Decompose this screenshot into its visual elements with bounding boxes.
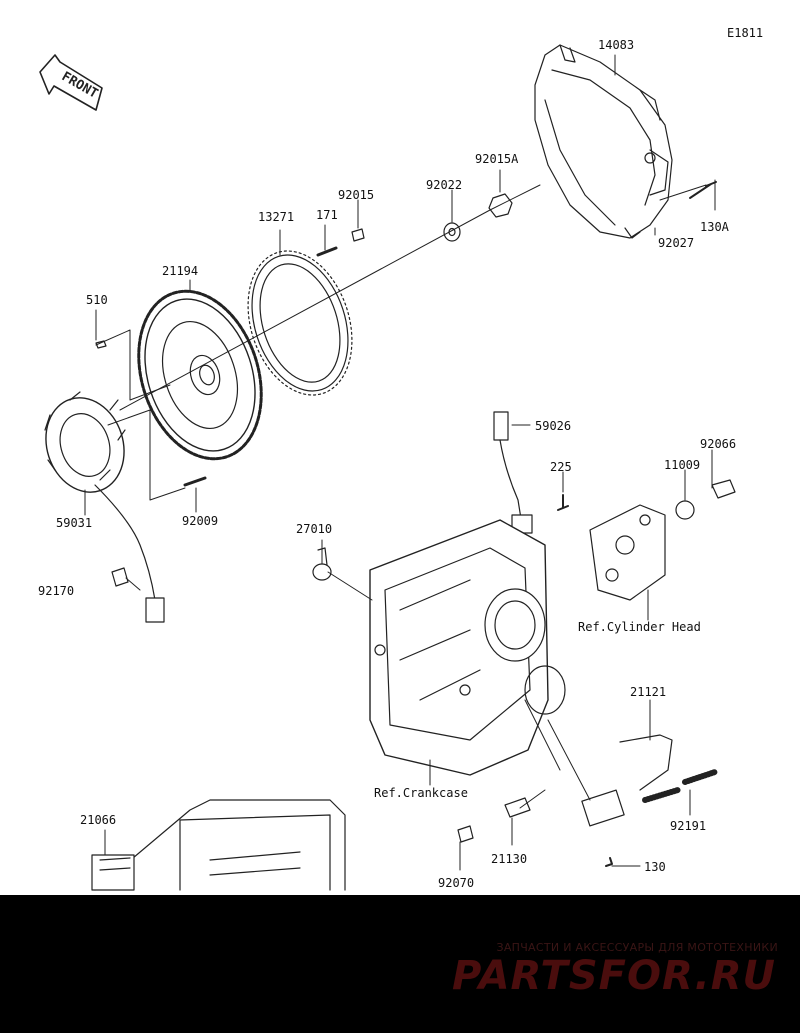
part-label-92015A[interactable]: 92015A — [475, 152, 519, 166]
part-label-92070[interactable]: 92070 — [438, 876, 475, 890]
crankcase-ref — [369, 519, 566, 776]
part-label-510[interactable]: 510 — [86, 293, 108, 307]
watermark-footer: ЗАПЧАСТИ И АКСЕССУАРЫ ДЛЯ МОТОТЕХНИКИ PA… — [0, 895, 800, 1033]
diagram-drawing: FRONT — [39, 44, 736, 891]
part-label-92066[interactable]: 92066 — [700, 437, 737, 451]
part-label-13271[interactable]: 13271 — [258, 210, 295, 224]
part-label-92170[interactable]: 92170 — [38, 584, 75, 598]
part-label-92027[interactable]: 92027 — [658, 236, 695, 250]
part-label-14083[interactable]: 14083 — [598, 38, 635, 52]
part-label-130[interactable]: 130 — [644, 860, 666, 874]
ref-cylinder-head-label: Ref.Cylinder Head — [578, 620, 701, 634]
part-label-11009[interactable]: 11009 — [664, 458, 701, 472]
part-label-59026[interactable]: 59026 — [535, 419, 572, 433]
flywheel — [137, 289, 263, 461]
part-label-21121[interactable]: 21121 — [630, 685, 667, 699]
part-label-225[interactable]: 225 — [550, 460, 572, 474]
frame-ref — [91, 799, 346, 891]
part-label-21194[interactable]: 21194 — [162, 264, 199, 278]
part-label-27010[interactable]: 27010 — [296, 522, 333, 536]
ref-crankcase-label: Ref.Crankcase — [374, 786, 468, 800]
watermark-subtitle: ЗАПЧАСТИ И АКСЕССУАРЫ ДЛЯ МОТОТЕХНИКИ — [496, 941, 778, 954]
part-label-92015[interactable]: 92015 — [338, 188, 375, 202]
part-label-92022[interactable]: 92022 — [426, 178, 463, 192]
leader-lines — [84, 54, 716, 871]
part-label-171[interactable]: 171 — [316, 208, 338, 222]
diagram-code: E1811 — [727, 26, 764, 40]
part-label-59031[interactable]: 59031 — [56, 516, 93, 530]
stator — [44, 391, 165, 623]
cylinder-head-ref — [589, 504, 666, 601]
part-label-21066[interactable]: 21066 — [80, 813, 117, 827]
watermark-logo: PARTSFOR.RU — [451, 953, 776, 999]
part-label-21130[interactable]: 21130 — [491, 852, 528, 866]
part-label-92009[interactable]: 92009 — [182, 514, 219, 528]
small-parts — [95, 181, 736, 867]
generator-cover — [534, 44, 673, 239]
front-arrow-icon: FRONT — [39, 54, 103, 111]
part-label-92191[interactable]: 92191 — [670, 819, 707, 833]
parts-diagram: FRONT — [38, 26, 764, 891]
part-label-130A[interactable]: 130A — [700, 220, 729, 234]
